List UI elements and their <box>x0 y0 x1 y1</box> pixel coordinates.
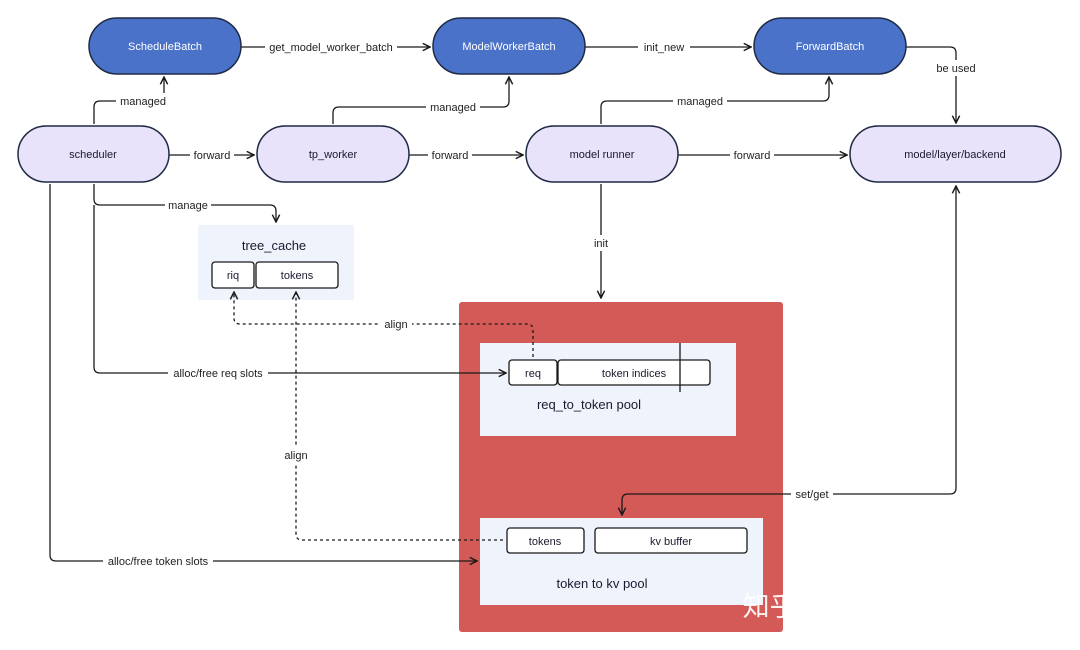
node-model-runner: model runner <box>525 125 679 183</box>
edge-managed-model-worker-batch <box>332 77 509 124</box>
label-alloc-req-slots: alloc/free req slots <box>173 368 263 380</box>
label-forward-3: forward <box>734 150 771 162</box>
node-schedule-batch-label: ScheduleBatch <box>128 41 202 53</box>
edge-alloc-token-slots <box>49 184 477 561</box>
node-scheduler-label: scheduler <box>69 149 117 161</box>
node-model-layer-backend-label: model/layer/backend <box>904 149 1006 161</box>
kv-pool-kv-buffer-cell: kv buffer <box>594 527 748 554</box>
node-model-worker-batch-label: ModelWorkerBatch <box>462 41 555 53</box>
node-forward-batch: ForwardBatch <box>753 17 907 75</box>
req-pool-req-cell: req <box>508 359 558 386</box>
kv-pool-tokens-cell: tokens <box>506 527 585 554</box>
req-pool-token-indices-label: token indices <box>602 368 667 380</box>
label-get-model-worker-batch: get_model_worker_batch <box>269 42 393 54</box>
node-tp-worker: tp_worker <box>256 125 410 183</box>
node-tp-worker-label: tp_worker <box>309 149 358 161</box>
kv-pool-tokens-label: tokens <box>529 536 562 548</box>
edge-be-used <box>906 46 956 123</box>
edge-align-riq <box>234 292 534 357</box>
node-forward-batch-label: ForwardBatch <box>796 41 864 53</box>
label-managed-1: managed <box>120 96 166 108</box>
watermark: 知乎 @Bruce 仗剑走天涯 <box>743 592 1054 623</box>
edge-set-get <box>622 186 956 515</box>
req-to-token-pool-panel <box>480 343 736 436</box>
req-pool-token-indices-cell: token indices <box>557 359 711 386</box>
label-init: init <box>594 238 608 250</box>
label-init-new: init_new <box>644 42 684 54</box>
label-be-used: be used <box>936 63 975 75</box>
req-pool-title: req_to_token pool <box>537 397 641 412</box>
req-pool-req-label: req <box>525 368 541 380</box>
tree-cache-title: tree_cache <box>242 238 306 253</box>
label-manage: manage <box>168 200 208 212</box>
kv-pool-kv-buffer-label: kv buffer <box>650 536 692 548</box>
tree-cache-tokens-label: tokens <box>281 270 314 282</box>
edge-align-tokens <box>296 292 503 541</box>
label-managed-2: managed <box>430 102 476 114</box>
node-model-layer-backend: model/layer/backend <box>849 125 1062 183</box>
edge-alloc-req-slots <box>93 205 506 373</box>
node-scheduler: scheduler <box>17 125 170 183</box>
tree-cache-riq-label: riq <box>227 270 239 282</box>
label-align-2: align <box>284 450 307 462</box>
node-model-worker-batch: ModelWorkerBatch <box>432 17 586 75</box>
label-set-get: set/get <box>795 489 828 501</box>
node-model-runner-label: model runner <box>570 149 635 161</box>
node-schedule-batch: ScheduleBatch <box>88 17 242 75</box>
tree-cache-riq-cell: riq <box>211 261 255 289</box>
label-alloc-token-slots: alloc/free token slots <box>108 556 209 568</box>
label-align-1: align <box>384 319 407 331</box>
kv-pool-title: token to kv pool <box>556 576 647 591</box>
tree-cache-tokens-cell: tokens <box>255 261 339 289</box>
label-forward-1: forward <box>194 150 231 162</box>
label-forward-2: forward <box>432 150 469 162</box>
label-managed-3: managed <box>677 96 723 108</box>
